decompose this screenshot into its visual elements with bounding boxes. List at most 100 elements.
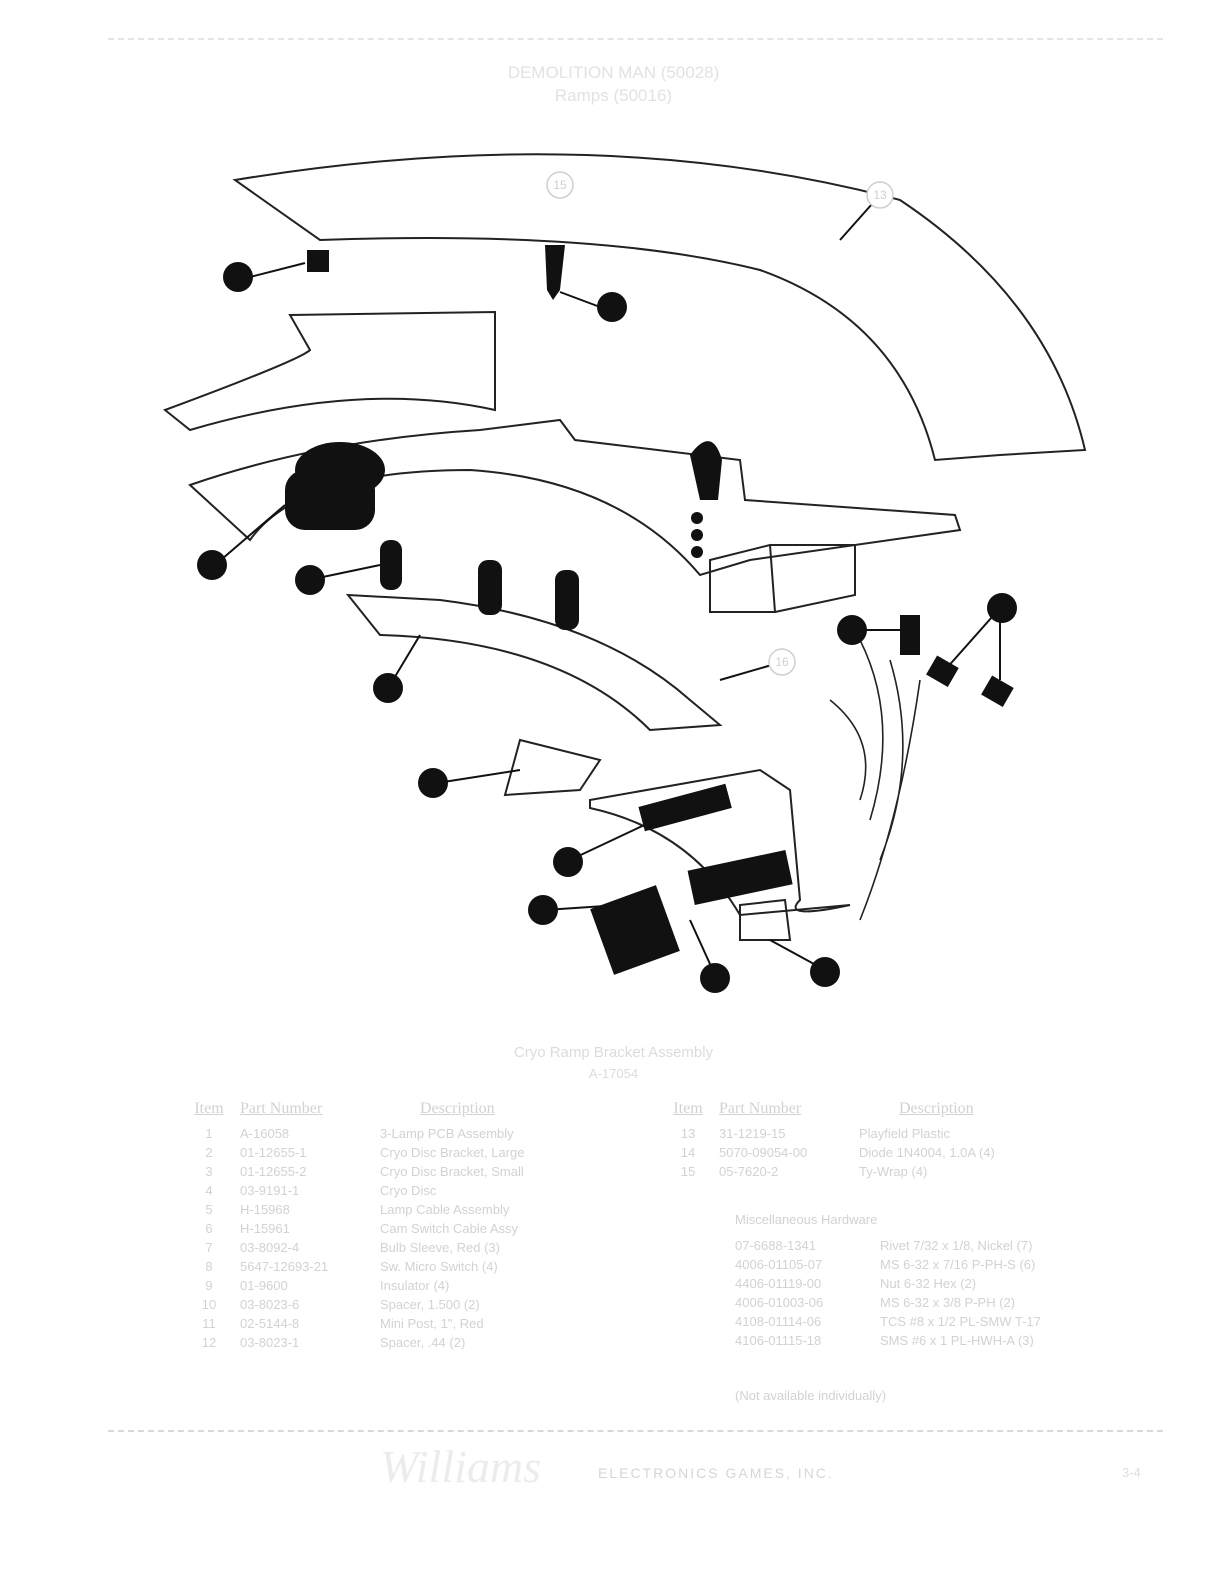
company-name: ELECTRONICS GAMES, INC. [598,1465,834,1481]
williams-logo: Williams [380,1441,542,1492]
item-cell: 15 [680,1164,696,1179]
description-cell: Spacer, 1.500 (2) [380,1297,480,1312]
description-cell: Spacer, .44 (2) [380,1335,466,1350]
description-cell: Cryo Disc Bracket, Small [380,1164,524,1179]
description-cell: Insulator (4) [380,1278,450,1293]
part-number-cell: 07-6688-1341 [735,1238,816,1253]
part-number-cell: 01-12655-1 [240,1145,307,1160]
parts-table-right: Item Part Number Description 13 31-1219-1… [657,1100,995,1183]
item-cell: 12 [201,1335,217,1350]
col-part-number: Part Number [240,1100,323,1117]
description-cell: Rivet 7/32 x 1/8, Nickel (7) [880,1238,1033,1253]
description-cell: TCS #8 x 1/2 PL-SMW T-17 [880,1314,1041,1329]
item-cell: 14 [680,1145,696,1160]
callout [810,957,840,987]
table-row: 9 01-9600 Insulator (4) [178,1278,525,1297]
item-cell: 4 [205,1183,213,1198]
item-cell: 5 [205,1202,213,1217]
item-cell: 10 [201,1297,217,1312]
callout [553,847,583,877]
table-row: 15 05-7620-2 Ty-Wrap (4) [657,1164,995,1183]
callout [597,292,627,322]
part-number-cell: 05-7620-2 [719,1164,779,1179]
table-row: 12 03-8023-1 Spacer, .44 (2) [178,1335,525,1354]
item-cell: 3 [205,1164,213,1179]
callout [528,895,558,925]
table-row: 13 31-1219-15 Playfield Plastic [657,1126,995,1145]
part-number-cell: A-16058 [240,1126,290,1141]
description-cell: Nut 6-32 Hex (2) [880,1276,977,1291]
callout [987,593,1017,623]
part-number-cell: 4406-01119-00 [735,1276,822,1291]
description-cell: Ty-Wrap (4) [859,1164,928,1179]
description-cell: Sw. Micro Switch (4) [380,1259,498,1274]
playfield-plastic [232,153,1087,462]
callout-outlined [866,181,894,209]
description-cell: Mini Post, 1", Red [380,1316,484,1331]
description-cell: Playfield Plastic [859,1126,951,1141]
part-number-cell: 03-8023-6 [240,1297,300,1312]
callout-outlined [768,648,796,676]
lamp-pcb [345,593,723,732]
col-description: Description [420,1100,495,1117]
item-cell: 6 [205,1221,213,1236]
exploded-diagram: 15 13 16 [162,153,1087,993]
part-number-cell: 4106-01115-18 [735,1333,822,1348]
table-row: 3 01-12655-2 Cryo Disc Bracket, Small [178,1164,525,1183]
description-cell: MS 6-32 x 7/16 P-PH-S (6) [880,1257,1036,1272]
part-number-cell: 31-1219-15 [719,1126,786,1141]
item-cell: 11 [202,1316,216,1331]
figure-caption: Cryo Ramp Bracket Assembly [513,1044,714,1061]
item-cell: 2 [205,1145,213,1160]
table-row: 4 03-9191-1 Cryo Disc [178,1183,525,1202]
callout [373,673,403,703]
part-number-cell: 4006-01105-07 [735,1257,823,1272]
callout [418,768,448,798]
callout-outlined [546,171,574,199]
col-item: Item [673,1100,703,1117]
col-description: Description [899,1100,974,1117]
item-cell: 9 [205,1278,213,1293]
item-cell: 13 [680,1126,696,1141]
figure-part-number: A-17054 [588,1066,639,1081]
description-cell: Cryo Disc [380,1183,437,1198]
part-number-cell: 01-12655-2 [240,1164,307,1179]
description-cell: 3-Lamp PCB Assembly [380,1126,514,1141]
table-row: 6 H-15961 Cam Switch Cable Assy [178,1221,525,1240]
col-item: Item [194,1100,224,1117]
table-row: 4106-01115-18 SMS #6 x 1 PL-HWH-A (3) [735,1333,1041,1352]
col-part-number: Part Number [719,1100,802,1117]
item-cell: 8 [205,1259,213,1274]
table-row: 4406-01119-00 Nut 6-32 Hex (2) [735,1276,1041,1295]
description-cell: MS 6-32 x 3/8 P-PH (2) [880,1295,1016,1310]
part-number-cell: 4006-01003-06 [735,1295,824,1310]
page-number: 3-4 [1122,1465,1141,1480]
description-cell: Lamp Cable Assembly [380,1202,510,1217]
table-row: 07-6688-1341 Rivet 7/32 x 1/8, Nickel (7) [735,1238,1041,1257]
part-number-cell: 5070-09054-00 [719,1145,808,1160]
table-row: 14 5070-09054-00 Diode 1N4004, 1.0A (4) [657,1145,995,1164]
callout [197,550,227,580]
description-cell: SMS #6 x 1 PL-HWH-A (3) [880,1333,1034,1348]
description-cell: Cryo Disc Bracket, Large [380,1145,525,1160]
part-number-cell: 03-8092-4 [240,1240,300,1255]
part-number-cell: 03-9191-1 [240,1183,300,1198]
part-number-cell: 03-8023-1 [240,1335,300,1350]
description-cell: Diode 1N4004, 1.0A (4) [859,1145,995,1160]
page-frame [108,38,1163,1432]
page-subtitle: Ramps (50016) [554,86,673,105]
item-cell: 7 [205,1240,213,1255]
callout [295,565,325,595]
description-cell: Cam Switch Cable Assy [380,1221,518,1236]
misc-hardware-heading: Miscellaneous Hardware [735,1212,878,1227]
ramp-upper-plate [162,310,496,432]
table-row: 4006-01003-06 MS 6-32 x 3/8 P-PH (2) [735,1295,1041,1314]
part-number-cell: H-15961 [240,1221,290,1236]
part-number-cell: 01-9600 [240,1278,288,1293]
callout [700,963,730,993]
